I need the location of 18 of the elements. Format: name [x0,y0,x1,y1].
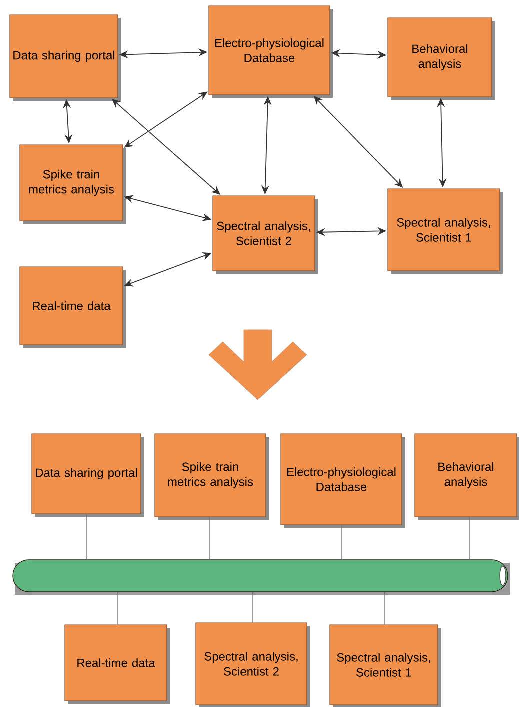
process-box: Spike train metrics analysis [20,144,126,224]
process-box: Electro-physiological Database [208,6,333,98]
process-box: Spectral analysis, Scientist 1 [330,624,441,707]
connector-line [384,592,386,626]
connector-line [252,592,254,624]
process-box: Data sharing portal [10,14,121,101]
process-box: Data sharing portal [32,434,144,517]
pipe-drawing [12,560,510,595]
process-box: Behavioral analysis [388,18,495,100]
process-box: Spike train metrics analysis [154,434,269,520]
process-box: Behavioral analysis [414,434,519,520]
connector-line [86,514,88,560]
process-box: Spectral analysis, Scientist 1 [388,188,503,274]
process-box: Spectral analysis, Scientist 2 [196,622,310,707]
process-box: Electro-physiological Database [280,434,405,528]
process-box: Real-time data [64,624,170,704]
process-box: Spectral analysis, Scientist 2 [212,196,318,274]
process-box: Real-time data [20,266,126,348]
